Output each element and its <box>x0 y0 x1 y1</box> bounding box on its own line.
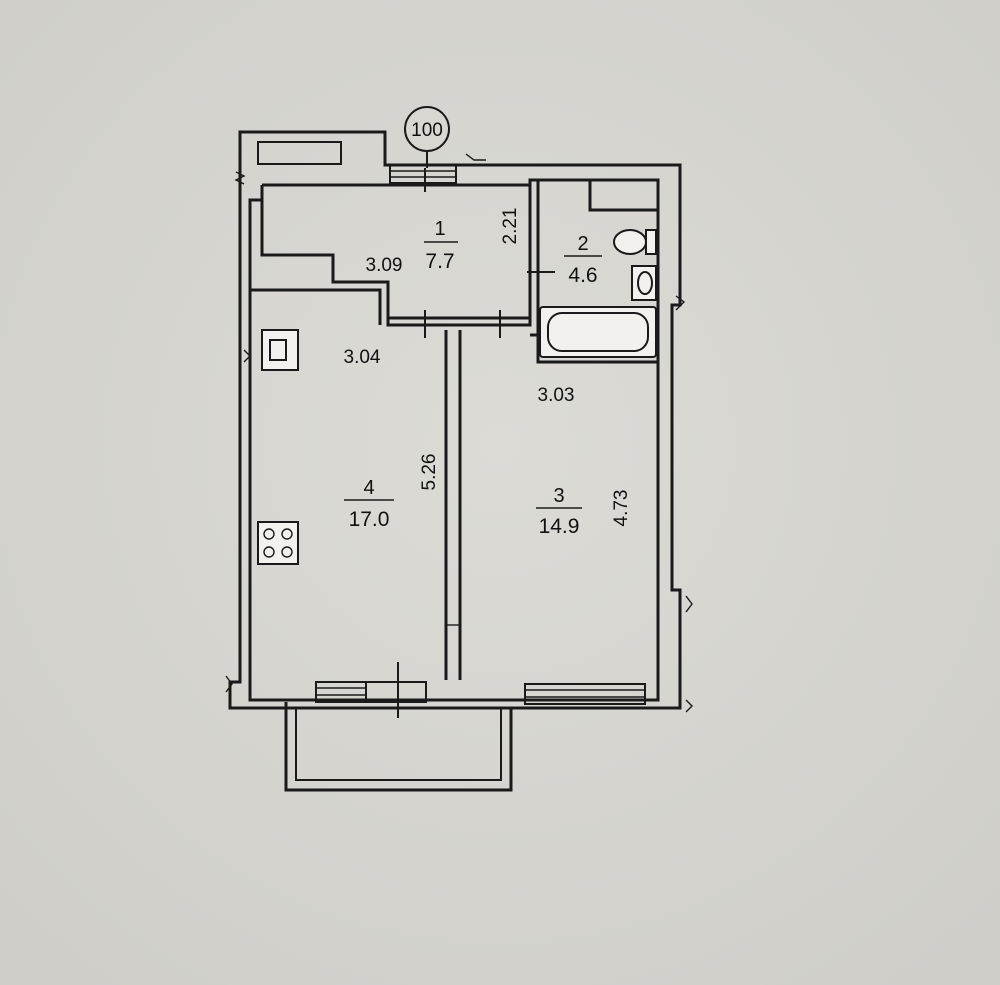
room-2-area: 4.6 <box>568 264 597 287</box>
room-3-number: 3 <box>553 485 564 507</box>
room-2-number: 2 <box>577 233 588 255</box>
room-4-label: 4 17.0 <box>344 477 394 531</box>
room-1-label: 1 7.7 <box>424 218 458 273</box>
dim-room4-width: 3.04 <box>344 347 381 368</box>
dimensions: 3.09 2.21 3.04 5.26 3.03 4.73 <box>344 208 632 527</box>
dim-room1-width: 3.09 <box>366 255 403 276</box>
dim-room3-length: 4.73 <box>611 490 632 527</box>
toilet-icon <box>613 229 657 255</box>
balcony <box>284 702 513 792</box>
room-1-area: 7.7 <box>425 250 454 273</box>
axis-marker-label: 100 <box>411 120 443 141</box>
room-4-area: 17.0 <box>349 508 390 531</box>
door-markers <box>397 168 555 718</box>
bathtub <box>539 306 657 358</box>
room-1-number: 1 <box>434 218 445 240</box>
section-marks <box>225 153 693 713</box>
dim-room3-width: 3.03 <box>538 385 575 406</box>
windows <box>315 164 646 705</box>
axis-marker: 100 <box>404 106 450 168</box>
stove-icon <box>257 521 299 565</box>
vent-shaft <box>257 141 342 165</box>
sink-icon <box>631 265 657 301</box>
interior-walls <box>262 180 658 680</box>
room-3-area: 14.9 <box>539 515 580 538</box>
kitchen-sink-icon <box>261 329 299 371</box>
room-3-label: 3 14.9 <box>536 485 582 538</box>
room-2-label: 2 4.6 <box>564 233 602 287</box>
room-4-number: 4 <box>363 477 374 499</box>
dim-room1-depth: 2.21 <box>500 208 521 245</box>
dim-room4-length: 5.26 <box>419 454 440 491</box>
